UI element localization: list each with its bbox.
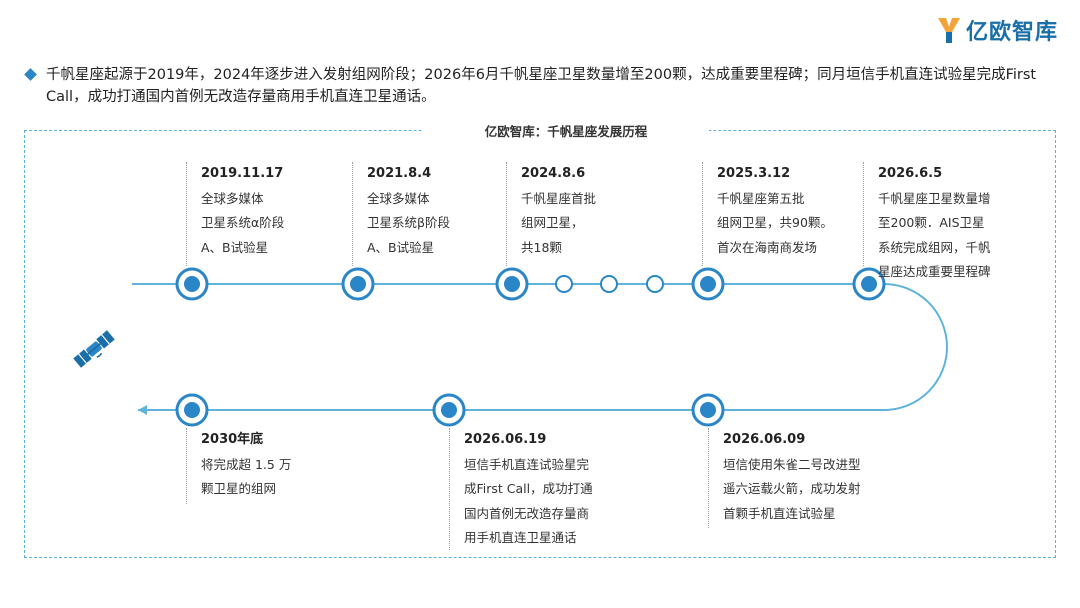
event-description: 全球多媒体 卫星系统β阶段 A、B试验星	[367, 190, 450, 255]
satellite-icon	[73, 330, 115, 368]
timeline-event: 2026.06.19 垣信手机直连试验星完 成First Call，成功打通 国…	[449, 428, 593, 550]
milestone-node	[432, 393, 466, 427]
minor-node	[555, 275, 573, 293]
intro-paragraph: 千帆星座起源于2019年，2024年逐步进入发射组网阶段；2026年6月千帆星座…	[24, 64, 1066, 108]
milestone-node	[175, 393, 209, 427]
milestone-node	[341, 267, 375, 301]
milestone-node	[175, 267, 209, 301]
timeline-event: 2025.3.12 千帆星座第五批 组网卫星，共90颗。 首次在海南商发场	[702, 162, 833, 266]
event-description: 垣信使用朱雀二号改进型 遥六运载火箭，成功发射 首颗手机直连试验星	[723, 456, 861, 521]
yiou-logo-icon	[937, 18, 960, 43]
timeline-event: 2024.8.6 千帆星座首批 组网卫星， 共18颗	[506, 162, 596, 266]
minor-node	[646, 275, 664, 293]
event-description: 将完成超 1.5 万 颗卫星的组网	[201, 456, 292, 497]
brand-logo: 亿欧智库	[936, 14, 1058, 46]
event-date: 2019.11.17	[201, 166, 284, 181]
milestone-node	[852, 267, 886, 301]
milestone-node	[691, 393, 725, 427]
event-description: 全球多媒体 卫星系统α阶段 A、B试验星	[201, 190, 285, 255]
event-date: 2030年底	[201, 432, 264, 447]
diagram-title: 亿欧智库：千帆星座发展历程	[423, 121, 709, 140]
timeline-event: 2021.8.4 全球多媒体 卫星系统β阶段 A、B试验星	[352, 162, 450, 266]
arrow-left-icon	[138, 405, 147, 415]
logo-text: 亿欧智库	[965, 20, 1058, 45]
event-date: 2025.3.12	[717, 166, 791, 181]
event-date: 2026.06.19	[464, 432, 547, 447]
event-description: 千帆星座首批 组网卫星， 共18颗	[521, 190, 597, 255]
timeline-event: 2026.6.5 千帆星座卫星数量增 至200颗．AIS卫星 系统完成组网，千帆…	[863, 162, 991, 279]
event-date: 2026.06.09	[723, 432, 806, 447]
event-description: 千帆星座第五批 组网卫星，共90颗。 首次在海南商发场	[717, 190, 833, 255]
event-description: 垣信手机直连试验星完 成First Call，成功打通 国内首例无改造存量商 用…	[464, 456, 593, 546]
event-date: 2024.8.6	[521, 166, 586, 181]
timeline-event: 2019.11.17 全球多媒体 卫星系统α阶段 A、B试验星	[186, 162, 284, 266]
timeline-turn-curve	[883, 283, 948, 411]
milestone-node	[691, 267, 725, 301]
event-date: 2021.8.4	[367, 166, 432, 181]
intro-text: 千帆星座起源于2019年，2024年逐步进入发射组网阶段；2026年6月千帆星座…	[46, 67, 1037, 105]
event-date: 2026.6.5	[878, 166, 943, 181]
timeline-frame: 亿欧智库：千帆星座发展历程	[24, 121, 1056, 558]
timeline-event: 2030年底 将完成超 1.5 万 颗卫星的组网	[186, 428, 291, 504]
timeline-event: 2026.06.09 垣信使用朱雀二号改进型 遥六运载火箭，成功发射 首颗手机直…	[708, 428, 861, 528]
minor-node	[600, 275, 618, 293]
event-description: 千帆星座卫星数量增 至200颗．AIS卫星 系统完成组网，千帆 星座达成重要里程…	[878, 190, 991, 280]
milestone-node	[495, 267, 529, 301]
